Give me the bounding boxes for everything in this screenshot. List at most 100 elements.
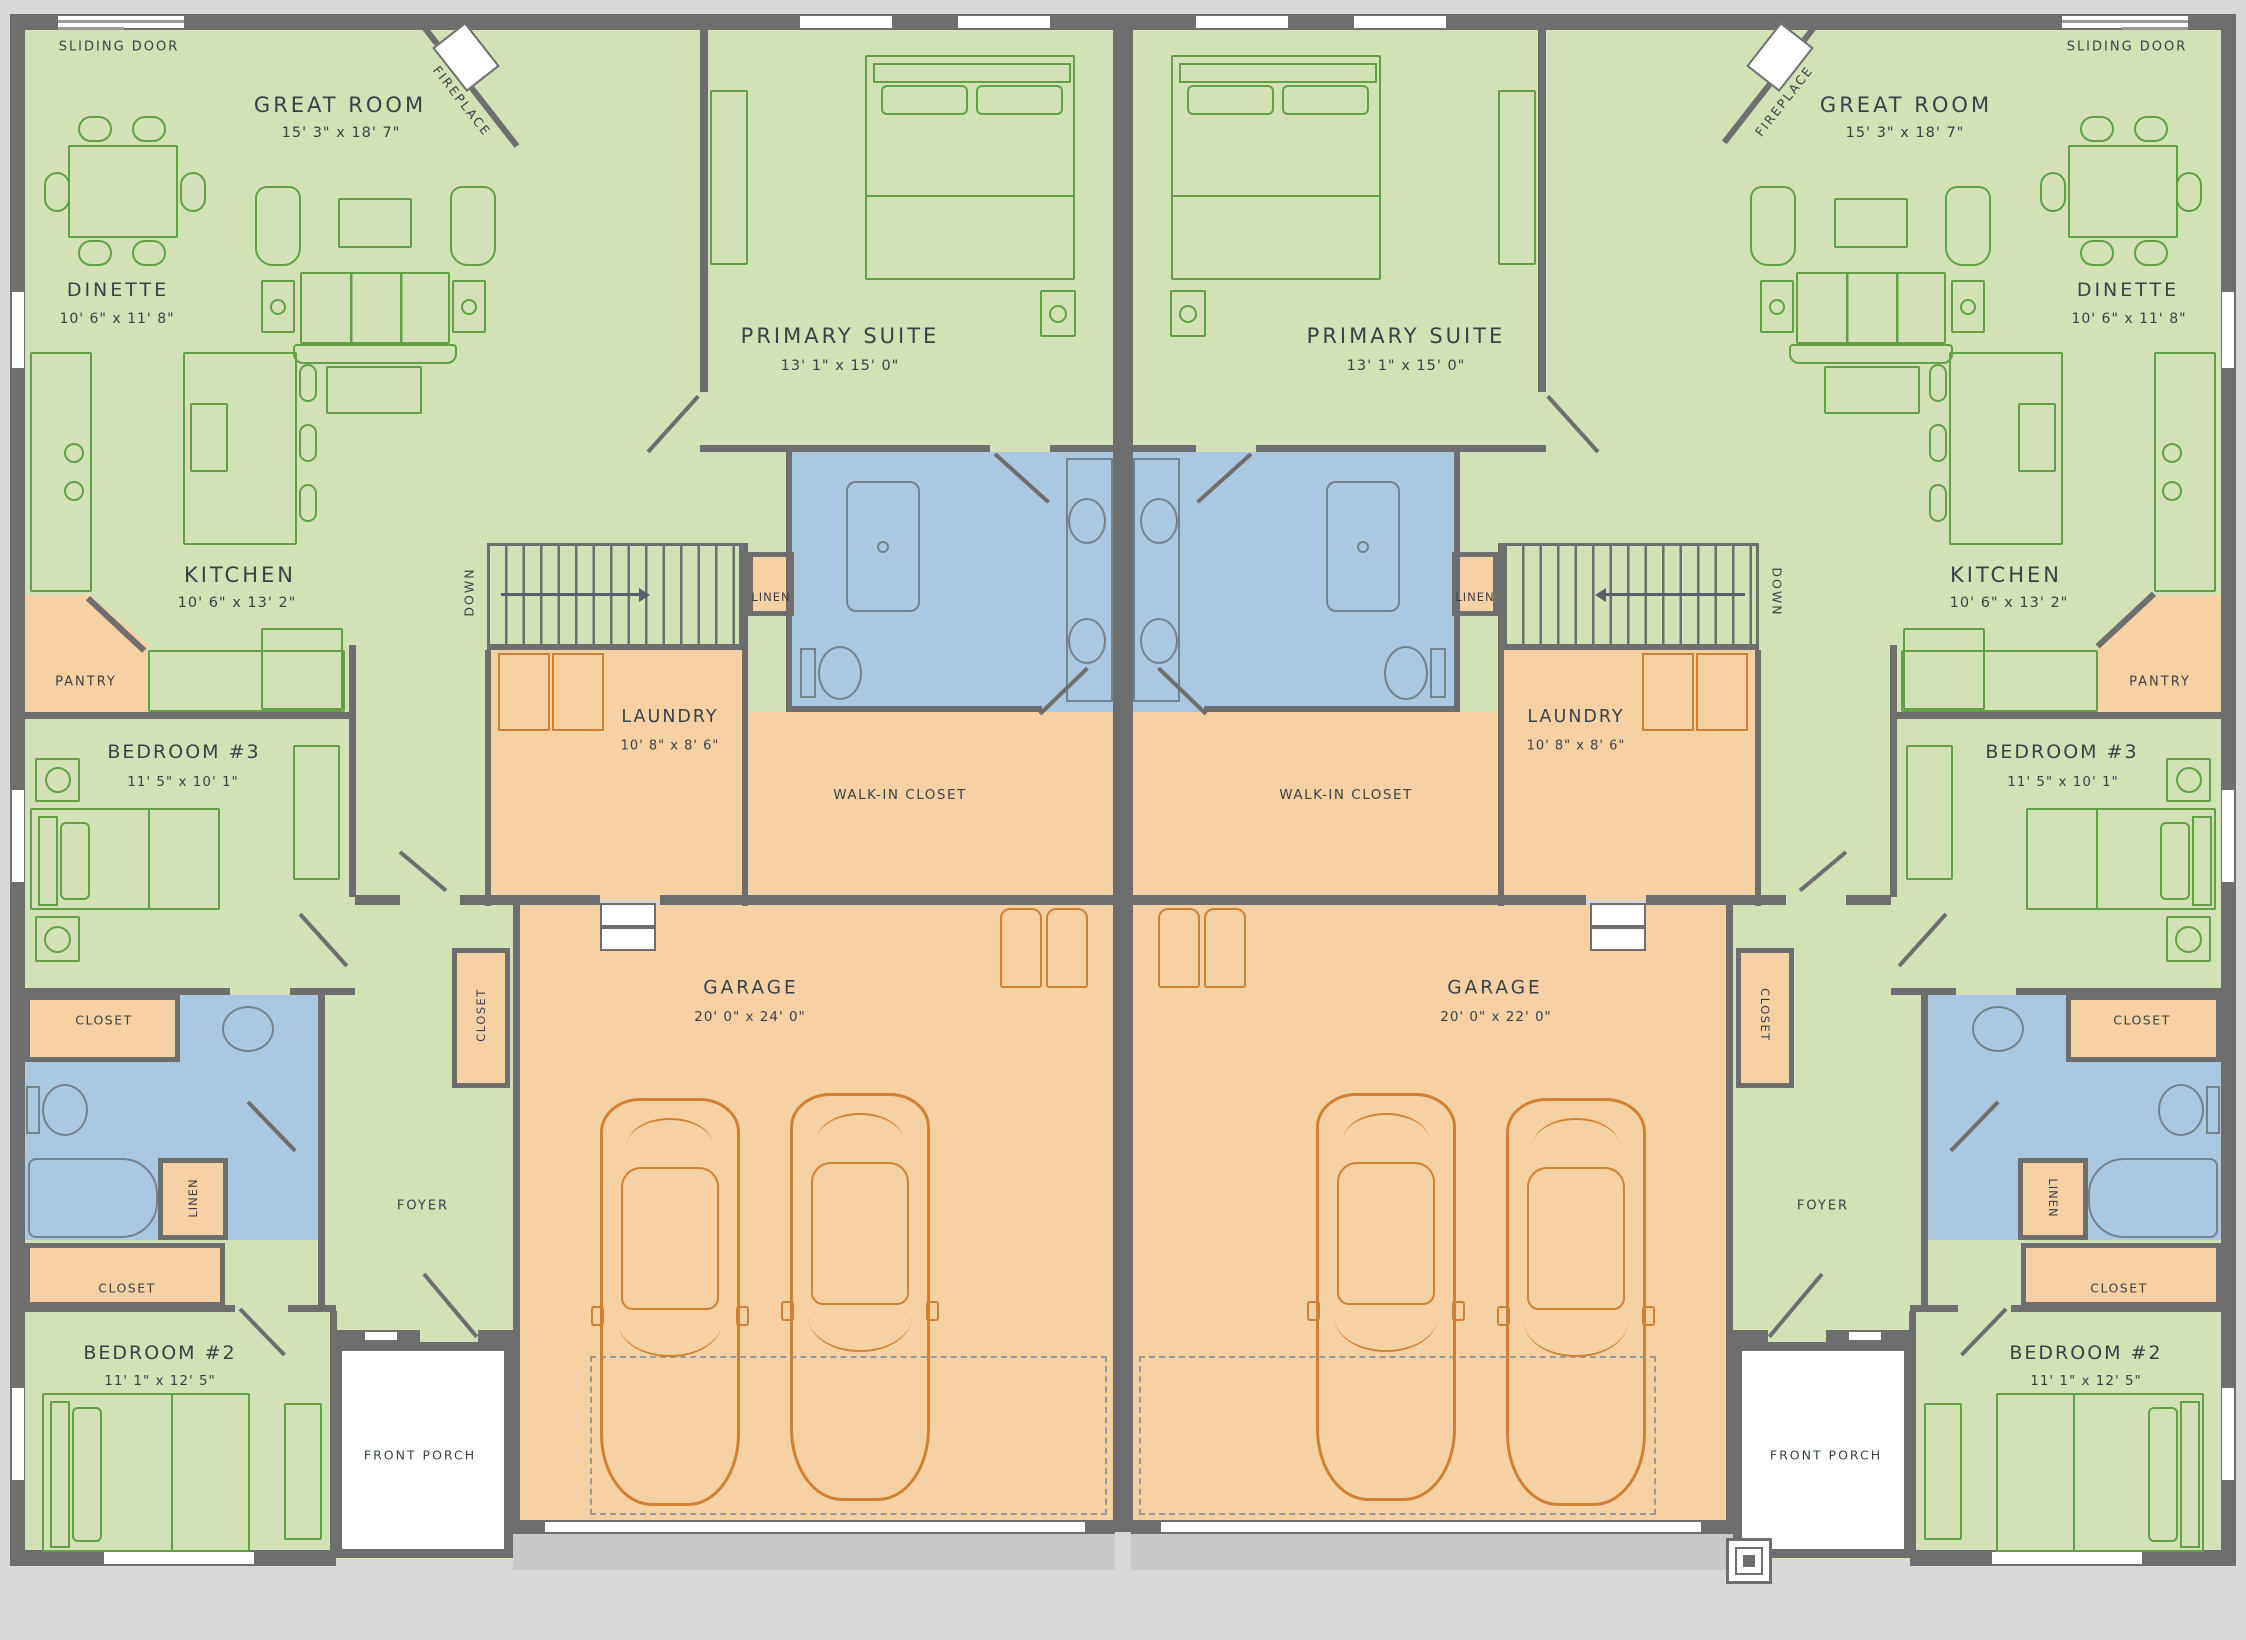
driveway-apron--left-unit bbox=[513, 1532, 1115, 1570]
interior-wall--left-unit bbox=[485, 650, 491, 906]
car-part-m2 bbox=[736, 1306, 749, 1327]
chair-icon--left-unit bbox=[299, 424, 317, 462]
closet-label--right-unit: CLOSET bbox=[2113, 1012, 2171, 1028]
utility-appliance-icon--right-unit bbox=[1204, 908, 1246, 988]
kitchen-counter-left--left-unit bbox=[30, 352, 92, 592]
bedroom3-dresser--right-unit bbox=[1906, 745, 1953, 880]
sink-icon--left-unit bbox=[1068, 618, 1106, 664]
car-part-rw bbox=[816, 1113, 904, 1168]
laundry-area--left-unit bbox=[490, 650, 748, 900]
stairs-down-label--right-unit: DOWN bbox=[1769, 567, 1785, 617]
primary-suite-dims-label--right-unit: 13' 1" x 15' 0" bbox=[1346, 358, 1466, 374]
interior-wall--left-unit bbox=[460, 895, 600, 905]
closet-label--left-unit: CLOSET bbox=[75, 1012, 133, 1028]
stairs-arrow--right-unit bbox=[1605, 593, 1745, 596]
laundry-dims-label--right-unit: 10' 8" x 8' 6" bbox=[1526, 738, 1626, 754]
bedroom-3-dims-label--left-unit: 11' 5" x 10' 1" bbox=[127, 774, 239, 790]
lamp-icon--left-unit bbox=[1049, 304, 1067, 323]
interior-wall--left-unit bbox=[355, 895, 400, 905]
washer-dryer-icon--right-unit bbox=[1642, 653, 1694, 731]
interior-wall--right-unit bbox=[1726, 905, 1733, 1522]
primary-suite-west-wall--right-unit bbox=[1538, 30, 1546, 392]
garage-label--left-unit: GARAGE bbox=[703, 977, 799, 999]
car-part-ws bbox=[1334, 1281, 1438, 1353]
toilet-icon--left-unit bbox=[818, 646, 862, 700]
interior-wall--left-unit bbox=[786, 452, 792, 712]
closet-a--right-unit bbox=[2066, 995, 2221, 1062]
garage-label--right-unit: GARAGE bbox=[1447, 977, 1543, 999]
chair-icon--left-unit bbox=[299, 484, 317, 522]
lamp-icon--left-unit bbox=[44, 767, 71, 793]
dinette-label--left-unit: DINETTE bbox=[66, 279, 170, 301]
blanket-line--left-unit bbox=[865, 194, 1075, 197]
nightstand--right-unit bbox=[1170, 290, 1206, 337]
interior-wall--left-unit bbox=[700, 445, 990, 452]
interior-wall--right-unit bbox=[1891, 712, 2221, 719]
chair-icon--left-unit bbox=[78, 116, 112, 142]
interior-wall--right-unit bbox=[1910, 1305, 1958, 1312]
toilet-tank-icon--left-unit bbox=[26, 1086, 40, 1134]
media-rug--right-unit bbox=[1824, 366, 1920, 414]
sink-icon--left-unit bbox=[1068, 498, 1106, 544]
kitchen-label--right-unit: KITCHEN bbox=[1950, 563, 2062, 587]
island-sink--right-unit bbox=[2018, 403, 2056, 472]
interior-wall--left-unit bbox=[513, 905, 520, 1522]
island-sink--left-unit bbox=[190, 403, 228, 472]
window-opening--right-unit bbox=[1992, 1552, 2142, 1564]
interior-wall--left-unit bbox=[25, 1305, 235, 1312]
pillow-icon--left-unit bbox=[72, 1407, 102, 1542]
linen-label--left-unit: LINEN bbox=[186, 1178, 200, 1218]
coffee-table--left-unit bbox=[338, 198, 412, 248]
interior-wall--left-unit bbox=[318, 995, 325, 1307]
double-vanity-icon--left-unit bbox=[1066, 458, 1113, 702]
kitchen-island--left-unit bbox=[183, 352, 297, 545]
window-opening--left-unit bbox=[12, 292, 24, 368]
window-opening--right-unit bbox=[1354, 16, 1446, 28]
window-opening--left-unit bbox=[104, 1552, 254, 1564]
shower-drain-icon--left-unit bbox=[877, 540, 889, 553]
cooktop-burner-icon--right-unit bbox=[2162, 443, 2182, 463]
stairs-arrow--left-unit bbox=[501, 593, 641, 596]
interior-wall--left-unit bbox=[288, 1305, 336, 1312]
toilet-tank-icon--left-unit bbox=[800, 648, 816, 698]
window-opening--left-unit bbox=[545, 1522, 1085, 1532]
lamp-icon--right-unit bbox=[1769, 298, 1785, 315]
kitchen-sink-unit--left-unit bbox=[261, 628, 343, 710]
nightstand--right-unit bbox=[2166, 758, 2211, 802]
kitchen-island--right-unit bbox=[1949, 352, 2063, 545]
washer-dryer-icon--right-unit bbox=[1696, 653, 1748, 731]
primary-dresser--left-unit bbox=[710, 90, 748, 265]
linen-closet-lower--right-unit bbox=[2018, 1158, 2088, 1240]
primary-suite-dims-label--left-unit: 13' 1" x 15' 0" bbox=[780, 358, 900, 374]
lamp-icon--left-unit bbox=[270, 298, 286, 315]
primary-suite-label--right-unit: PRIMARY SUITE bbox=[1306, 324, 1506, 348]
chair-icon--left-unit bbox=[299, 364, 317, 402]
driveway-apron--right-unit bbox=[1131, 1532, 1733, 1570]
interior-wall--left-unit bbox=[25, 712, 355, 719]
closet-b--right-unit bbox=[2021, 1243, 2221, 1307]
closet-a--left-unit bbox=[25, 995, 180, 1062]
interior-wall--left-unit bbox=[478, 1330, 516, 1342]
blanket-line--left-unit bbox=[147, 808, 151, 910]
interior-wall--left-unit bbox=[25, 988, 230, 995]
sink-icon--left-unit bbox=[222, 1006, 274, 1052]
interior-wall--left-unit bbox=[792, 706, 1042, 712]
armchair-icon--right-unit bbox=[1945, 186, 1991, 266]
garage-hall-closet--left-unit bbox=[452, 948, 510, 1088]
window-opening--right-unit bbox=[2222, 1388, 2234, 1480]
chair-icon--left-unit bbox=[44, 172, 70, 212]
sink-icon--right-unit bbox=[1972, 1006, 2024, 1052]
kitchen-counter-left--right-unit bbox=[2154, 352, 2216, 592]
step-icon--right-unit bbox=[1590, 903, 1646, 927]
car-part-body bbox=[1316, 1093, 1456, 1501]
garage-area--left-unit bbox=[520, 905, 1113, 1540]
front-porch-area--right-unit bbox=[1733, 1342, 1913, 1558]
cooktop-burner-icon--left-unit bbox=[64, 443, 84, 463]
walk-in-closet-area--right-unit bbox=[1133, 712, 1498, 900]
bed-headboard--left-unit bbox=[38, 816, 58, 906]
bed-headboard--left-unit bbox=[50, 1401, 70, 1548]
shower-icon--right-unit bbox=[1326, 481, 1400, 612]
car-part-rw bbox=[1342, 1113, 1430, 1168]
car-part-body bbox=[790, 1093, 930, 1501]
